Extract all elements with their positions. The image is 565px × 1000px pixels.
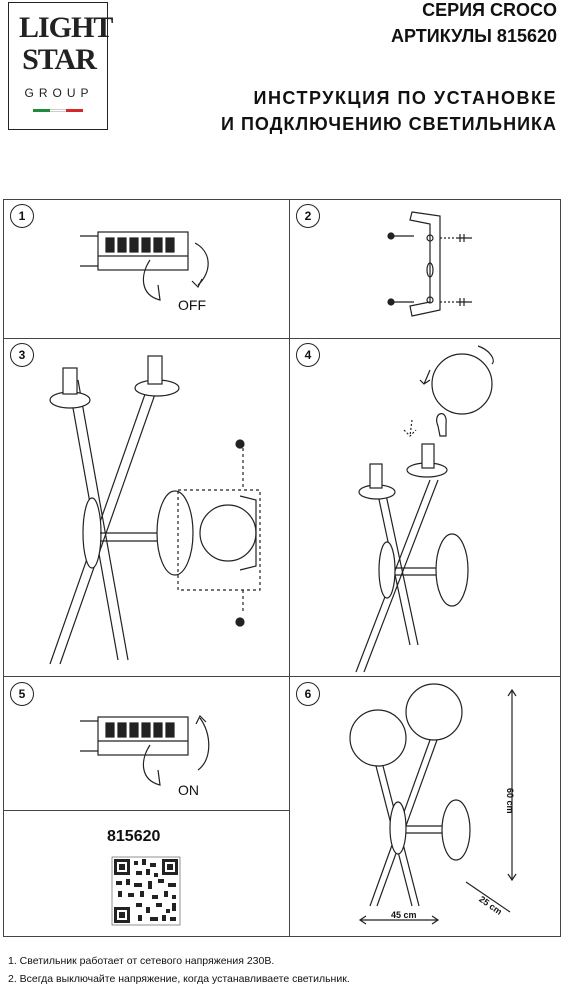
lamp-assembly-icon <box>49 355 261 665</box>
series-title: СЕРИЯ CROCO <box>422 0 557 20</box>
step-number-3: 3 <box>10 343 34 367</box>
instruction-title-line-1: ИНСТРУКЦИЯ ПО УСТАНОВКЕ <box>253 88 557 108</box>
note-2: 2. Всегда выключайте напряжение, когда у… <box>8 973 350 985</box>
logo-text-star: STAR <box>22 43 97 76</box>
breaker-panel-on-icon <box>80 714 210 786</box>
width-dimension: 45 cm <box>391 910 417 920</box>
height-dimension: 60 cm <box>505 788 515 814</box>
assembled-lamp-icon <box>349 683 517 925</box>
lamp-bulb-shade-icon <box>355 345 494 673</box>
breaker-panel-off-icon <box>80 231 209 301</box>
step-number-2: 2 <box>296 204 320 228</box>
logo-italian-flag <box>33 109 84 112</box>
mounting-bracket-icon <box>387 211 472 317</box>
step-number-5: 5 <box>10 682 34 706</box>
step-number-6: 6 <box>296 682 320 706</box>
step-number-4: 4 <box>296 343 320 367</box>
step-number-1: 1 <box>10 204 34 228</box>
logo-text-light: LIGHT <box>19 11 113 44</box>
off-label: OFF <box>178 297 206 313</box>
article-title: АРТИКУЛЫ 815620 <box>391 26 557 46</box>
note-1: 1. Светильник работает от сетевого напря… <box>8 955 275 967</box>
qr-code-icon <box>111 856 181 926</box>
notes: 1. Светильник работает от сетевого напря… <box>8 952 350 988</box>
article-code: 815620 <box>107 828 161 845</box>
on-label: ON <box>178 782 199 798</box>
instruction-title-line-2: И ПОДКЛЮЧЕНИЮ СВЕТИЛЬНИКА <box>221 114 557 134</box>
brand-logo: LIGHT STAR GROUP <box>8 2 113 130</box>
step-6-panel <box>289 676 561 937</box>
logo-text-group: GROUP <box>24 86 94 100</box>
